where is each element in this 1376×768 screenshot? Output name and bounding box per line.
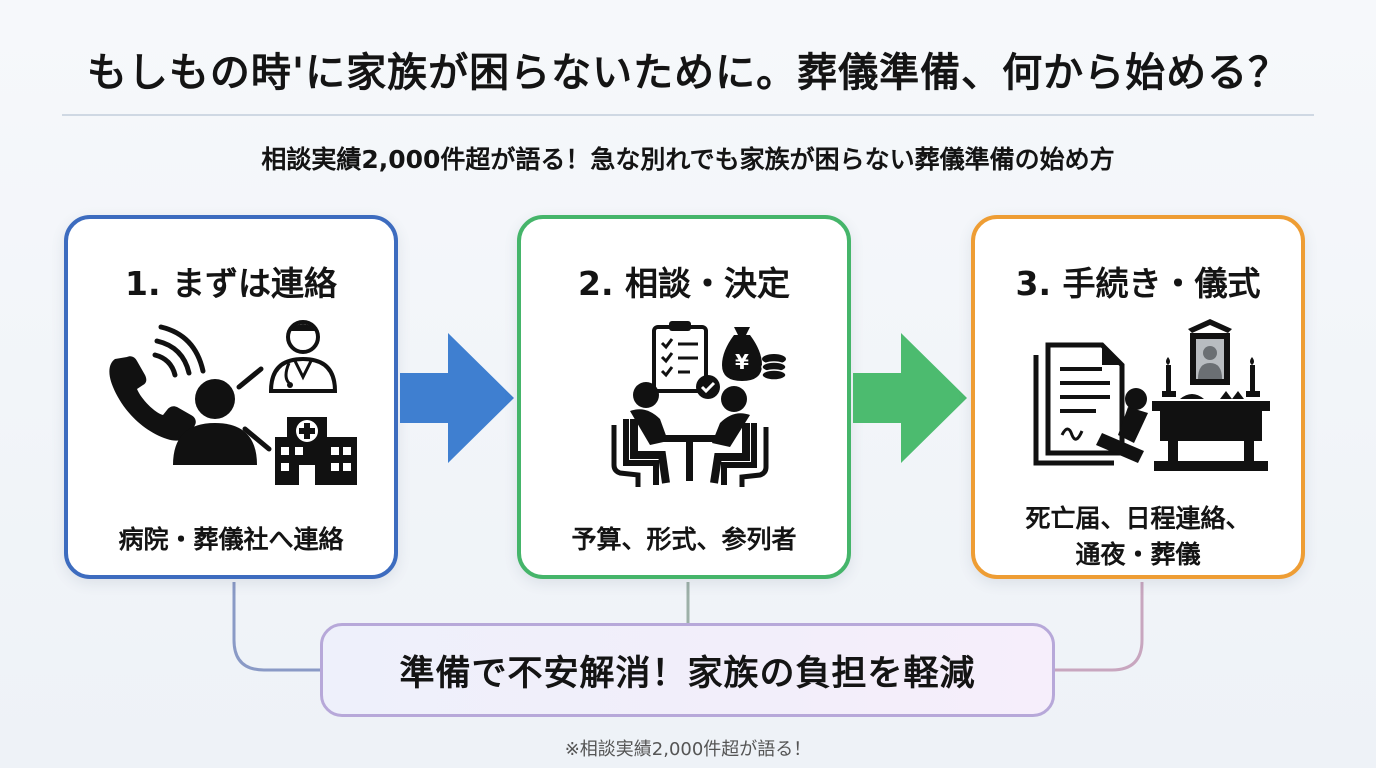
person-icon: [173, 379, 257, 465]
stamp-icon: [1096, 388, 1148, 463]
contact-illustration: [109, 320, 357, 485]
svg-text:¥: ¥: [735, 350, 749, 374]
summary-box: 準備で不安解消！家族の負担を軽減: [320, 623, 1055, 717]
arrow-step1-to-step2: [400, 333, 514, 463]
step-card-contact: 1. まずは連絡: [64, 215, 398, 579]
arrow-step2-to-step3: [853, 333, 967, 463]
footnote: ※相談実績2,000件超が語る！: [564, 739, 812, 760]
checklist-icon: [652, 321, 720, 399]
step-card-procedures: 3. 手続き・儀式: [971, 215, 1305, 579]
step-title: 3. 手続き・儀式: [1015, 264, 1261, 303]
step-description-line2: 通夜・葬儀: [1075, 540, 1201, 569]
phone-icon: [109, 324, 206, 441]
step-description: 病院・葬儀社へ連絡: [118, 525, 344, 554]
step-description: 予算、形式、参列者: [571, 525, 797, 554]
step-title: 2. 相談・決定: [578, 264, 790, 303]
hospital-icon: [275, 417, 357, 485]
step-card-consult: 2. 相談・決定 ¥: [517, 215, 851, 579]
consult-illustration: ¥: [611, 321, 787, 487]
step-description-line1: 死亡届、日程連絡、: [1025, 504, 1251, 533]
document-icon: [1033, 342, 1125, 466]
page-title: もしもの時'に家族が困らないために。葬儀準備、何から始める？: [86, 50, 1290, 96]
meeting-table-icon: [611, 382, 769, 487]
page-subtitle: 相談実績2,000件超が語る！急な別れでも家族が困らない葬儀準備の始め方: [261, 145, 1115, 174]
step-description: 死亡届、日程連絡、 通夜・葬儀: [975, 501, 1301, 573]
step-title: 1. まずは連絡: [125, 264, 337, 303]
money-bag-icon: ¥: [722, 327, 787, 381]
doctor-icon: [268, 320, 338, 393]
procedures-illustration: [1033, 319, 1270, 471]
portrait-icon: [1196, 339, 1224, 379]
title-divider: [62, 114, 1314, 116]
altar-icon: [1152, 319, 1270, 471]
